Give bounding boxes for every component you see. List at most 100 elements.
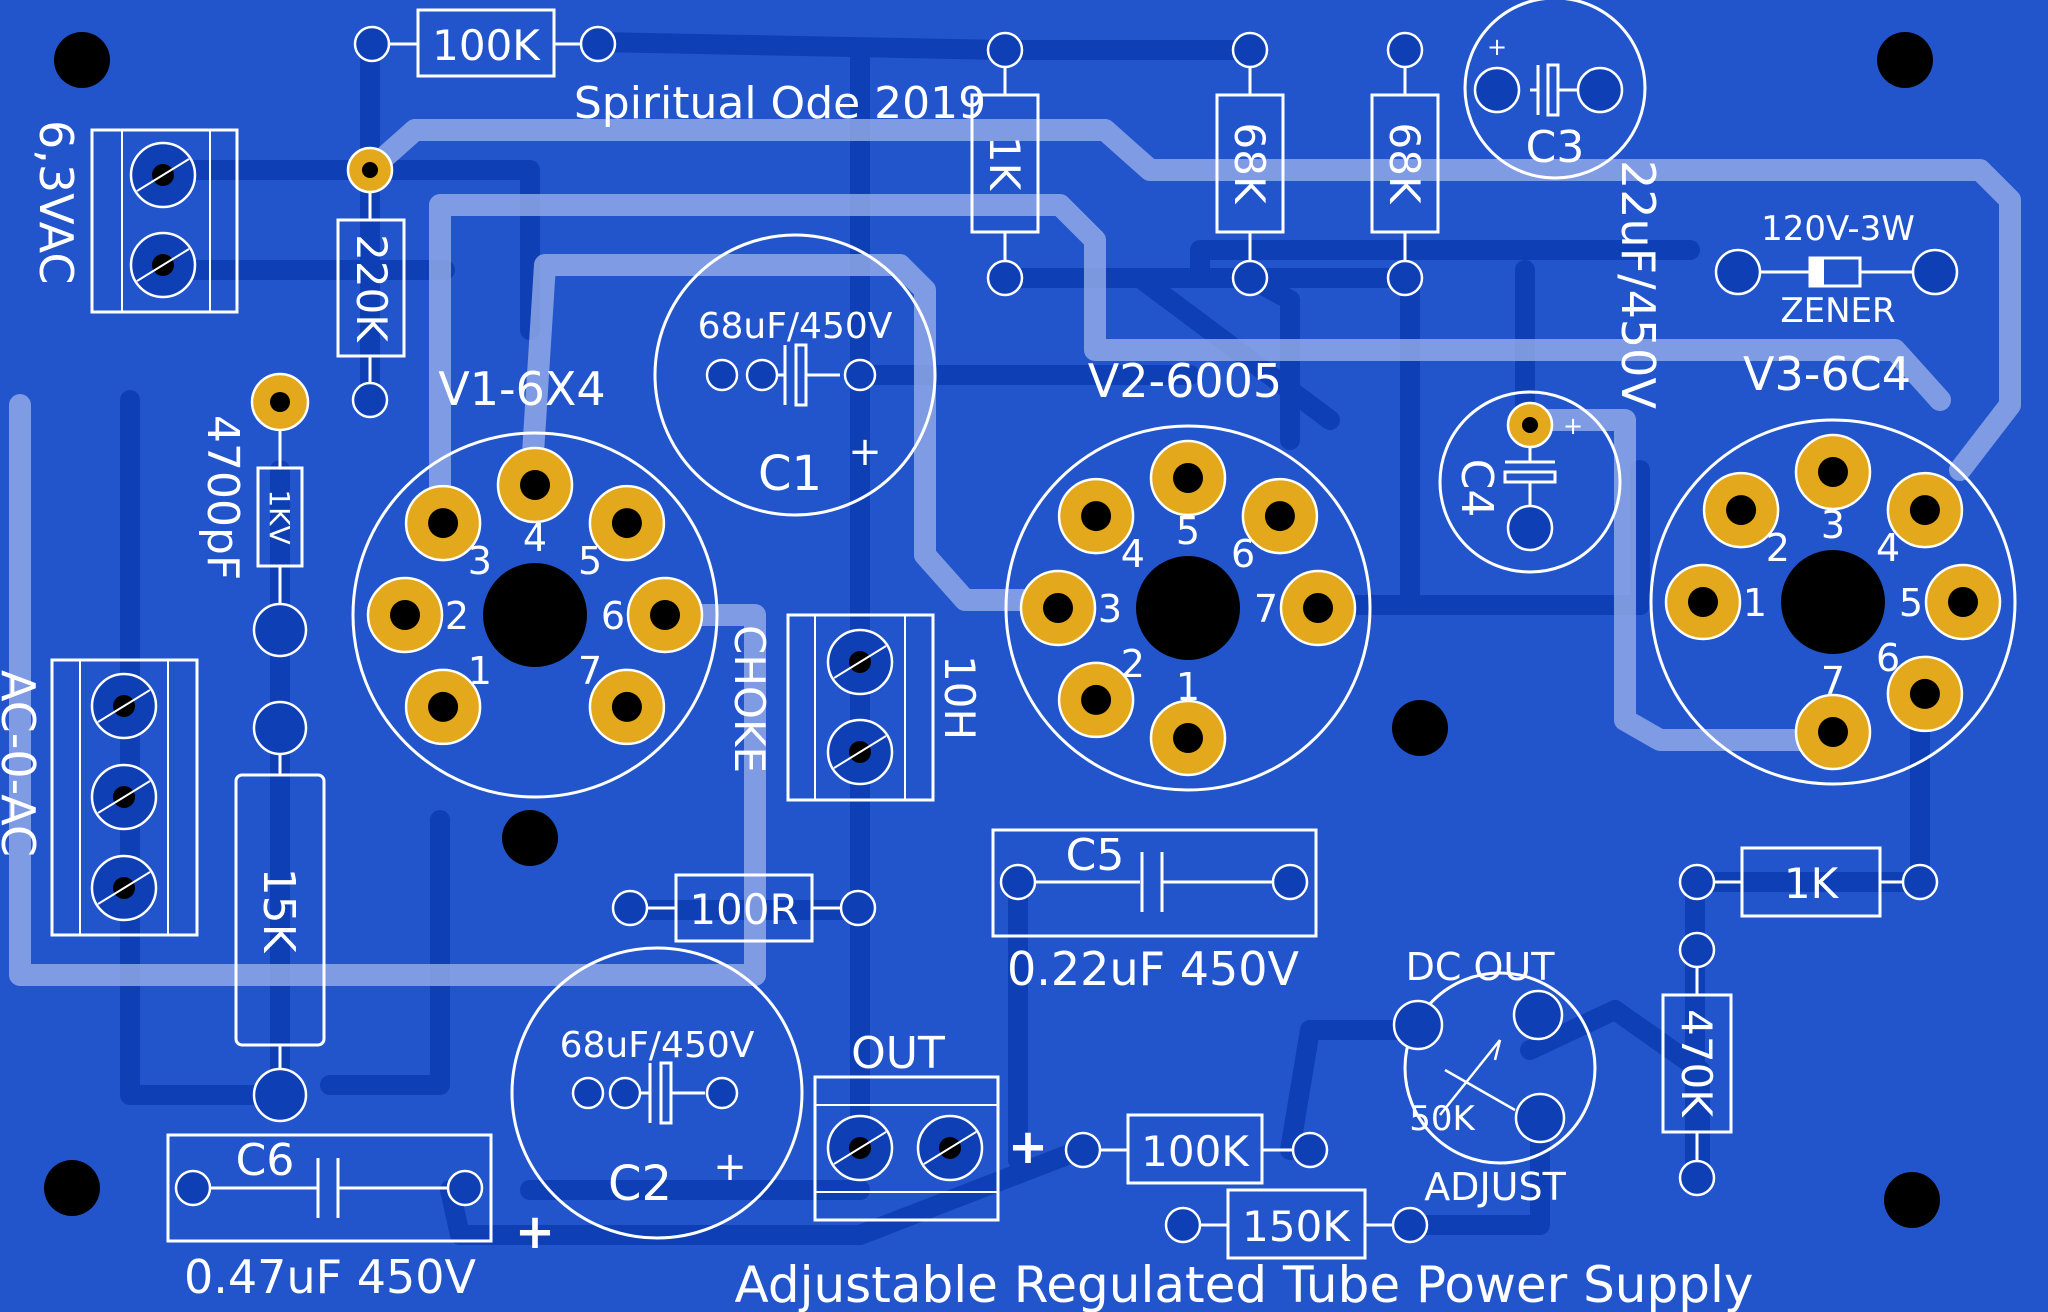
v3-pin-6-hole: [1909, 678, 1940, 709]
v1-pin-2-number: 2: [445, 594, 469, 638]
mounting-hole-bl: [44, 1160, 100, 1216]
zener-value: 120V-3W: [1761, 209, 1915, 249]
v2-pin-6-number: 6: [1231, 532, 1255, 576]
mounting-hole-br: [1884, 1172, 1940, 1228]
board-title: Spiritual Ode 2019: [574, 78, 986, 129]
v3-pin-4-number: 4: [1876, 526, 1900, 570]
v3-pin-5-number: 5: [1899, 581, 1923, 625]
v3-pin-7-number: 7: [1821, 659, 1845, 703]
v1-pin-5-hole: [611, 508, 642, 539]
choke-terminal: CHOKE 10H: [725, 613, 984, 802]
v3-pin-3-number: 3: [1821, 503, 1845, 547]
resistor-220k-label: 220K: [347, 234, 396, 343]
adjust-potentiometer: DC OUT 50K ADJUST: [1403, 945, 1597, 1209]
mounting-holes: [44, 32, 1940, 1228]
c5-label: C5: [1066, 830, 1125, 881]
v3-pin-3-hole: [1818, 457, 1848, 487]
resistor-470k-label: 470K: [1672, 1009, 1721, 1118]
v1-pin-4-number: 4: [523, 516, 547, 560]
resistor-top-100k-label: 100K: [432, 21, 541, 70]
c4-polarity: +: [1563, 412, 1583, 440]
capacitor-c3: + C3 22uF/450V: [1463, 0, 1665, 409]
v1-label: V1-6X4: [438, 362, 605, 416]
v2-pin-5-hole: [1173, 463, 1203, 493]
light-traces: [9, 119, 2021, 986]
v2-pin-7-hole: [1303, 593, 1333, 623]
tube-socket-v1: V1-6X4: [351, 362, 719, 799]
zener-label: ZENER: [1780, 291, 1895, 331]
c3-polarity: +: [1487, 33, 1507, 61]
v3-pin-7-hole: [1818, 717, 1848, 747]
heater-label: 6,3VAC: [29, 120, 83, 284]
pot-top-label: DC OUT: [1406, 945, 1556, 989]
output-terminal: OUT +: [813, 1028, 1048, 1222]
v2-pin-3-number: 3: [1098, 587, 1122, 631]
resistor-68k-a-label: 68K: [1225, 123, 1274, 205]
c3-value: 22uF/450V: [1611, 160, 1665, 409]
capacitor-c4: + C4: [1438, 390, 1622, 574]
c1-value: 68uF/450V: [698, 306, 893, 347]
v3-label: V3-6C4: [1743, 347, 1911, 401]
capacitor-c5: C5 0.22uF 450V: [991, 828, 1318, 996]
v1-pin-6-hole: [650, 600, 680, 630]
resistor-100r-label: 100R: [689, 885, 798, 934]
resistor-1k-right-label: 1K: [1784, 859, 1840, 908]
pads: [174, 25, 1959, 1244]
tube-socket-v3: V3-6C4: [1649, 347, 2017, 786]
output-plus: +: [1008, 1119, 1048, 1175]
resistor-150k-label: 150K: [1242, 1202, 1351, 1251]
v1-pin-2-hole: [390, 600, 420, 630]
capacitor-c1: 68uF/450V C1 +: [653, 233, 937, 517]
v1-pin-1-number: 1: [468, 649, 492, 693]
v2-pin-6-hole: [1264, 501, 1295, 532]
v1-pin-6-number: 6: [601, 594, 625, 638]
pot-value: 50K: [1409, 1099, 1476, 1139]
pot-bottom-label: ADJUST: [1424, 1165, 1566, 1209]
c3-label: C3: [1526, 122, 1585, 173]
tube-socket-v2: V2-6005: [1004, 354, 1372, 792]
v3-pin-6-number: 6: [1876, 636, 1900, 680]
v2-pin-5-number: 5: [1176, 509, 1200, 553]
v2-pin-4-hole: [1081, 501, 1112, 532]
c6-value: 0.47uF 450V: [184, 1250, 476, 1304]
c2-value: 68uF/450V: [560, 1025, 755, 1066]
v3-pin-5-hole: [1948, 587, 1978, 617]
mounting-hole-tl: [54, 32, 110, 88]
resistor-1k-top-label: 1K: [980, 136, 1029, 192]
v1-pin-7-number: 7: [578, 649, 602, 693]
resistor-68k-b-label: 68K: [1380, 123, 1429, 205]
v1-pin-4-hole: [520, 470, 550, 500]
resistor-labels: 100K 220K 1K 68K 68K 15K 100R 1K 470K 10…: [253, 21, 1840, 1251]
v3-pin-2-hole: [1726, 495, 1757, 526]
v2-pin-2-hole: [1081, 684, 1112, 715]
v2-label: V2-6005: [1088, 354, 1282, 408]
resistor-15k-label: 15K: [253, 868, 304, 954]
resistor-100k-bottom-label: 100K: [1141, 1127, 1250, 1176]
gold-pad-holes: [270, 162, 1538, 433]
v1-pin-3-hole: [428, 508, 459, 539]
ac-input-terminal: AC-0-AC: [0, 658, 199, 937]
v2-pin-1-number: 1: [1176, 665, 1200, 709]
c1-polarity: +: [848, 429, 882, 475]
v1-pin-1-hole: [428, 691, 459, 722]
hv-cap-value: 4700pF: [197, 415, 248, 580]
output-label: OUT: [851, 1028, 945, 1079]
hv-cap-voltage: 1KV: [263, 489, 296, 544]
v2-pin-1-hole: [1173, 723, 1203, 753]
v2-pin-7-number: 7: [1254, 587, 1278, 631]
heater-terminal: 6,3VAC: [29, 120, 239, 314]
c5-value: 0.22uF 450V: [1007, 942, 1299, 996]
v2-pin-3-hole: [1043, 593, 1073, 623]
v3-pin-1-hole: [1688, 587, 1718, 617]
v3-pin-1-number: 1: [1743, 581, 1767, 625]
mounting-hole-v1: [502, 810, 558, 866]
v2-pin-2-number: 2: [1121, 642, 1145, 686]
zener-diode: 120V-3W ZENER: [1738, 209, 1935, 331]
choke-label: CHOKE: [725, 625, 774, 773]
c2-label: C2: [608, 1156, 672, 1212]
choke-value: 10H: [935, 655, 984, 740]
c2-polarity: +: [713, 1144, 747, 1190]
capacitor-c2: 68uF/450V C2 +: [510, 946, 804, 1240]
